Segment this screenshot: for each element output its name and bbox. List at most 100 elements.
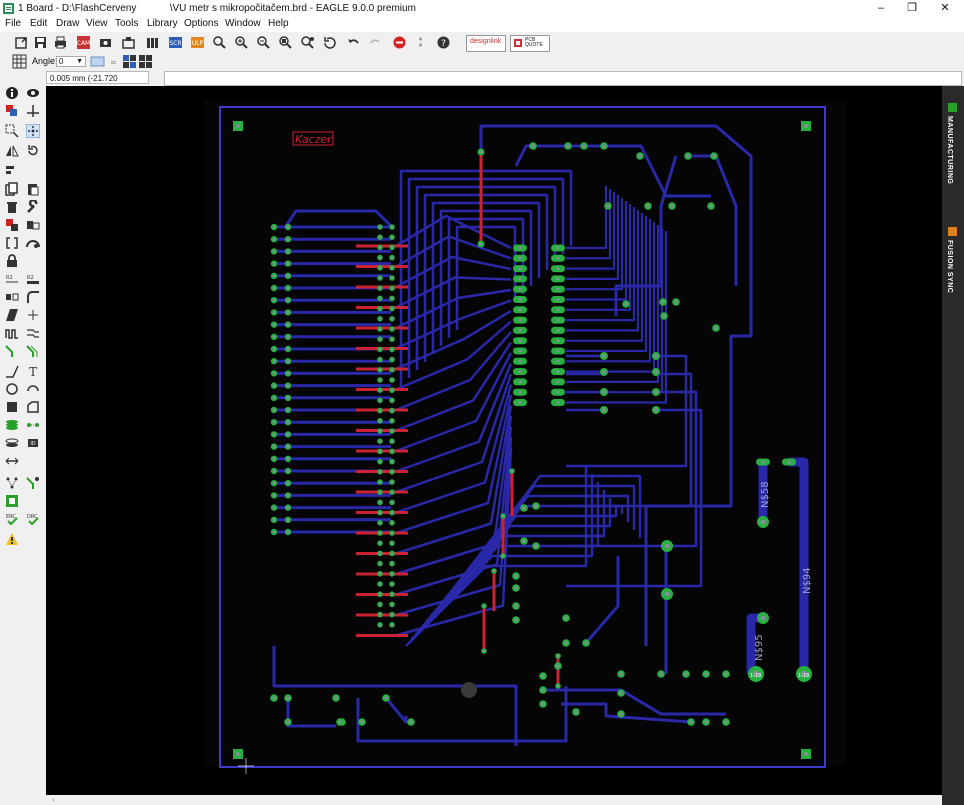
spin-icon[interactable]: ≈ [106,54,121,69]
library-icon[interactable] [146,35,161,50]
fusion-sync-tab[interactable]: FUSION SYNC [946,240,953,294]
smash-icon[interactable]: R2 [5,272,19,286]
zoom-in-icon[interactable] [234,35,249,50]
menu-tools[interactable]: Tools [115,18,139,29]
drc-icon[interactable]: DRC [26,512,40,526]
command-input[interactable] [164,71,962,86]
arc-icon[interactable] [26,382,40,396]
rectangle-icon[interactable] [5,400,19,414]
ripup-icon[interactable] [5,494,19,508]
move-icon[interactable] [5,124,19,138]
restore-button[interactable]: ❐ [907,2,917,14]
grid-icon[interactable] [12,54,27,69]
cam-icon[interactable]: CAM [76,35,91,50]
hole-icon[interactable] [5,436,19,450]
delete-icon[interactable] [5,200,19,214]
display-layers-icon[interactable] [5,104,19,118]
close-button[interactable]: ✕ [940,2,950,14]
text-icon[interactable]: T [26,364,40,378]
zoom-out-icon[interactable] [256,35,271,50]
ratsnest-icon[interactable] [5,476,19,490]
stop-icon[interactable] [392,35,407,50]
ulp-icon[interactable]: ULP [190,35,205,50]
erc-icon[interactable]: ERC [5,512,19,526]
warning-icon[interactable] [5,532,19,546]
menu-edit[interactable]: Edit [30,18,48,29]
slice-icon[interactable] [26,308,40,322]
miter-icon[interactable] [26,290,40,304]
open-icon[interactable] [14,35,29,50]
redraw-icon[interactable] [322,35,337,50]
design-link-button[interactable]: designlink [466,35,506,52]
polygon-icon[interactable] [26,400,40,414]
menu-view[interactable]: View [86,18,108,29]
info-icon[interactable] [5,86,19,100]
schematic-icon[interactable] [121,35,136,50]
layer-display-icon[interactable] [122,54,137,69]
board-view-icon[interactable] [98,35,113,50]
menu-file[interactable]: File [5,18,22,29]
pad-drill [564,641,568,645]
pad-drill [390,236,394,239]
help-icon[interactable]: ? [436,35,451,50]
lock-icon[interactable] [5,254,19,268]
mark-icon[interactable] [26,104,40,118]
via-icon[interactable] [26,418,40,432]
dimension-icon[interactable] [5,454,19,468]
minimize-button[interactable]: – [877,2,885,14]
pad-drill [556,664,560,668]
route-multiple-icon[interactable] [26,344,40,358]
menu-draw[interactable]: Draw [56,18,80,29]
menu-window[interactable]: Window [225,18,261,29]
menu-help[interactable]: Help [268,18,289,29]
attribute-icon[interactable]: ID [26,436,40,450]
mirror-tool-icon[interactable] [5,144,19,158]
replace-icon[interactable] [5,218,19,232]
ic2-trace [566,198,624,291]
meander-icon[interactable] [5,326,19,340]
pad-drill [236,752,240,756]
menu-library[interactable]: Library [147,18,178,29]
copy-icon[interactable] [5,182,19,196]
swap-icon[interactable] [26,218,40,232]
horizontal-scrollbar[interactable]: ‹ [46,794,942,805]
manufacturing-tab[interactable]: MANUFACTURING [946,116,953,185]
go-icon[interactable] [413,35,428,50]
redo-icon[interactable] [368,35,383,50]
save-icon[interactable] [33,35,48,50]
bottom-trace-3 [356,686,568,743]
show-icon[interactable] [26,86,40,100]
optimize-icon[interactable] [5,308,19,322]
diff-pair-icon[interactable] [26,326,40,340]
undo-icon[interactable] [346,35,361,50]
group-move-icon[interactable] [26,124,40,138]
circle-icon[interactable] [5,382,19,396]
scr-icon[interactable]: SCR [168,35,183,50]
mirror-icon[interactable] [90,54,105,69]
layer-settings-icon[interactable] [138,54,153,69]
angle-select[interactable]: 0 ▼ [56,56,86,67]
pad-drill [638,154,642,158]
zoom-fit-icon[interactable] [212,35,227,50]
route-icon[interactable] [26,236,40,250]
value-icon[interactable]: R2 [26,272,40,286]
route-manual-icon[interactable] [5,344,19,358]
split-icon[interactable] [5,236,19,250]
print-icon[interactable] [53,35,68,50]
pcb-quote-button[interactable]: PCB QUOTE [510,35,550,52]
wrench-icon[interactable] [26,200,40,214]
menu-options[interactable]: Options [184,18,219,29]
board-canvas[interactable]: Kaczer N$58 N$94 N$95 1-18 1-18 [46,86,942,795]
pad-drill [378,399,382,402]
scroll-left-icon[interactable]: ‹ [52,794,55,804]
name-icon[interactable] [5,290,19,304]
zoom-select-icon[interactable] [278,35,293,50]
zoom-last-icon[interactable] [300,35,315,50]
wire-icon[interactable] [5,364,19,378]
layers-icon[interactable] [5,418,19,432]
autorouter-icon[interactable] [26,476,40,490]
paste-icon[interactable] [26,182,40,196]
ic2-trace [566,195,620,280]
align-icon[interactable] [5,164,19,178]
rotate-icon[interactable] [26,144,40,158]
